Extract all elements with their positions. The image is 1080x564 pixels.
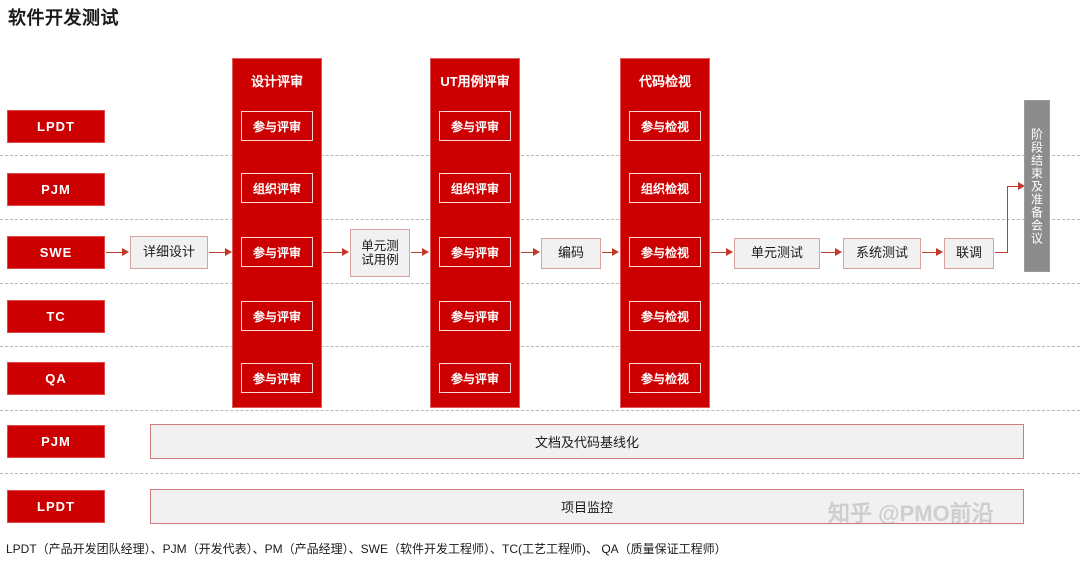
arrow-code-review-to-unit-test xyxy=(711,248,733,257)
process-box-system-test: 系统测试 xyxy=(843,238,921,269)
chip-ut-review-pjm: 组织评审 xyxy=(439,173,511,203)
chip-ut-review-qa: 参与评审 xyxy=(439,363,511,393)
chip-design-review-tc: 参与评审 xyxy=(241,301,313,331)
row-separator xyxy=(0,473,1080,474)
arrow-ut-review-to-coding xyxy=(521,248,540,257)
process-box-line1: 单元测 xyxy=(361,238,399,253)
chip-code-review-tc: 参与检视 xyxy=(629,301,701,331)
role-label-pjm-baseline: PJM xyxy=(7,425,105,458)
chip-code-review-pjm: 组织检视 xyxy=(629,173,701,203)
role-label-lpdt: LPDT xyxy=(7,110,105,143)
chip-code-review-qa: 参与检视 xyxy=(629,363,701,393)
process-box-coding: 编码 xyxy=(541,238,601,269)
process-box-line2: 试用例 xyxy=(361,253,399,267)
arrow-unit-test-to-system-test xyxy=(821,248,842,257)
band-title: 代码检视 xyxy=(638,74,691,89)
row-separator xyxy=(0,283,1080,284)
row-separator xyxy=(0,219,1080,220)
wide-bar-doc-code-baseline: 文档及代码基线化 xyxy=(150,424,1024,459)
connector-segment-vertical xyxy=(1007,186,1008,253)
arrow-detailed-design-to-design-review xyxy=(209,248,232,257)
process-box-unit-test-case: 单元测 试用例 xyxy=(350,229,410,277)
band-title: 设计评审 xyxy=(250,74,303,89)
row-separator xyxy=(0,346,1080,347)
arrow-to-end-bar xyxy=(1010,182,1026,191)
role-label-swe: SWE xyxy=(7,236,105,269)
arrow-unit-test-case-to-ut-review xyxy=(411,248,429,257)
chip-code-review-swe: 参与检视 xyxy=(629,237,701,267)
chip-ut-review-tc: 参与评审 xyxy=(439,301,511,331)
role-label-tc: TC xyxy=(7,300,105,333)
band-title: UT用例评审 xyxy=(440,74,510,89)
end-bar-stage-gate: 阶段结束及准备会议 xyxy=(1024,100,1050,272)
connector-segment-horizontal xyxy=(995,252,1008,253)
process-box-detailed-design: 详细设计 xyxy=(130,236,208,269)
chip-ut-review-lpdt: 参与评审 xyxy=(439,111,511,141)
process-box-joint-debug: 联调 xyxy=(944,238,994,269)
chip-design-review-swe: 参与评审 xyxy=(241,237,313,267)
chip-design-review-qa: 参与评审 xyxy=(241,363,313,393)
chip-design-review-pjm: 组织评审 xyxy=(241,173,313,203)
arrow-design-review-to-unit-test-case xyxy=(323,248,349,257)
arrow-coding-to-code-review xyxy=(602,248,619,257)
wide-bar-project-monitoring: 项目监控 xyxy=(150,489,1024,524)
role-label-qa: QA xyxy=(7,362,105,395)
chip-code-review-lpdt: 参与检视 xyxy=(629,111,701,141)
row-separator xyxy=(0,410,1080,411)
chip-design-review-lpdt: 参与评审 xyxy=(241,111,313,141)
arrow-swe-to-detailed-design xyxy=(106,248,129,257)
arrow-system-test-to-joint-debug xyxy=(922,248,943,257)
role-label-lpdt-monitor: LPDT xyxy=(7,490,105,523)
role-label-pjm: PJM xyxy=(7,173,105,206)
chip-ut-review-swe: 参与评审 xyxy=(439,237,511,267)
page-title: 软件开发测试 xyxy=(8,8,119,28)
legend-text: LPDT（产品开发团队经理）、PJM（开发代表）、PM（产品经理）、SWE（软件… xyxy=(6,542,727,556)
process-box-unit-test: 单元测试 xyxy=(734,238,820,269)
row-separator xyxy=(0,155,1080,156)
